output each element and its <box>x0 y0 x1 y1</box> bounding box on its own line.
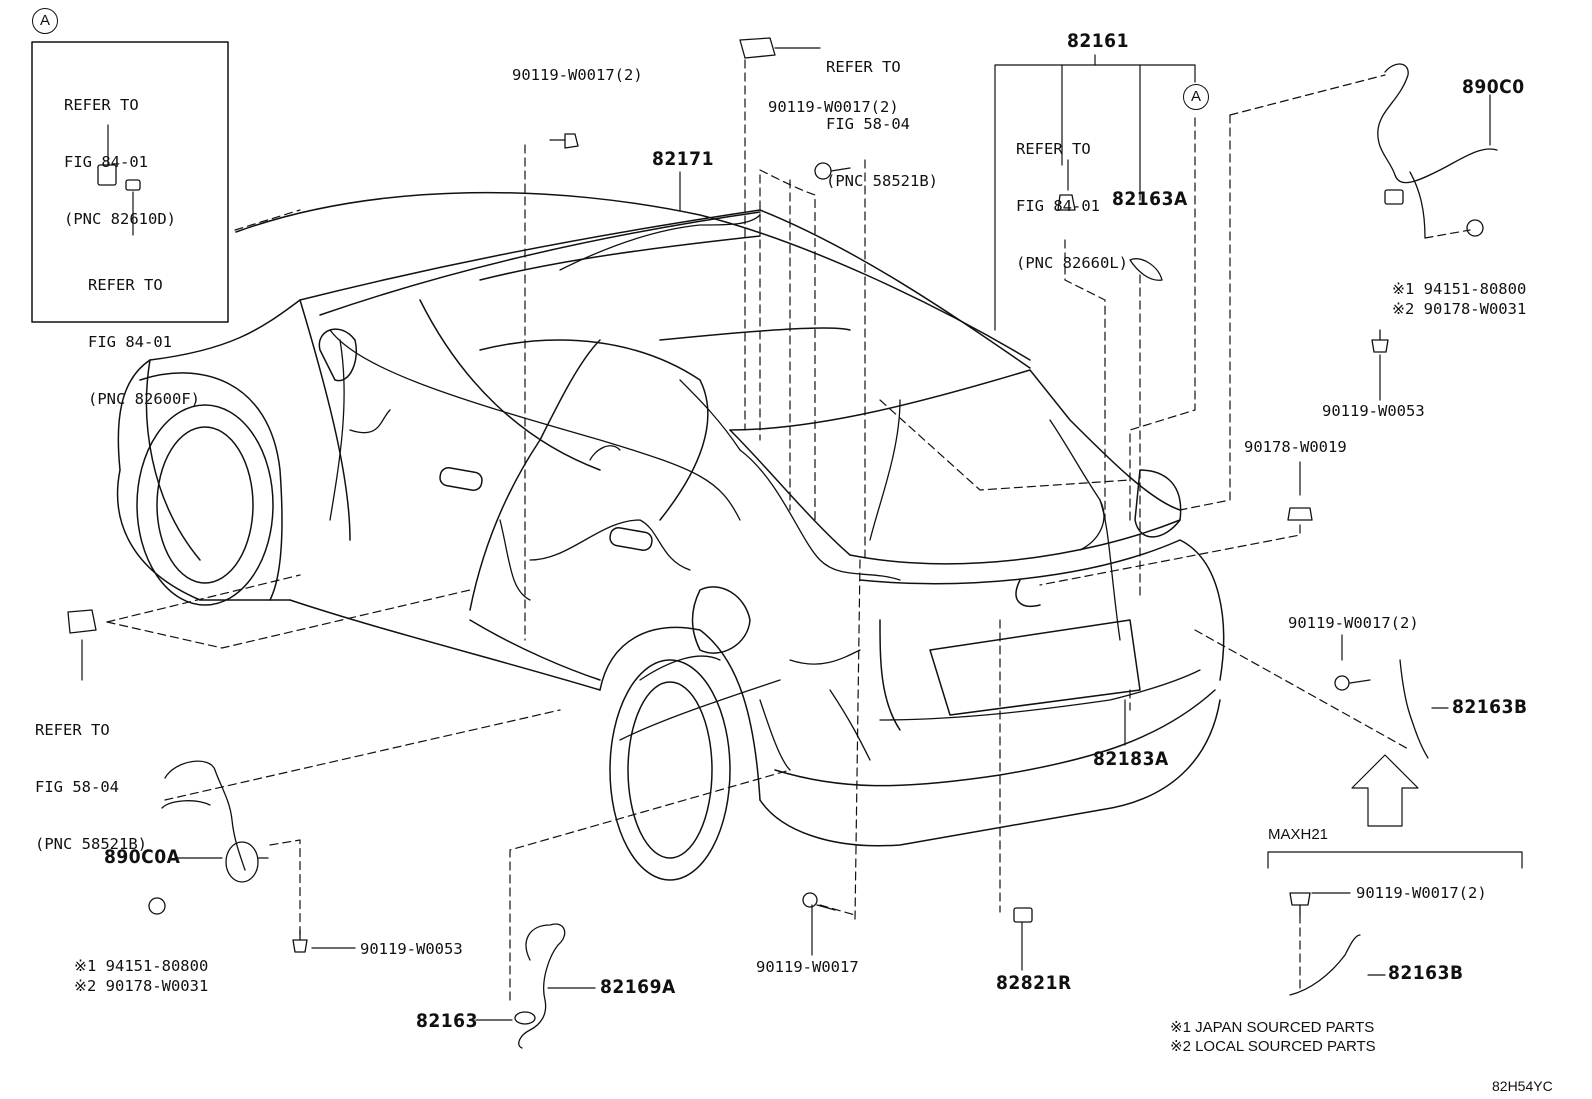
fastener-90119-w0017-top-left[interactable]: 90119-W0017(2) <box>512 66 643 84</box>
part-82183a[interactable]: 82183A <box>1093 748 1169 770</box>
part-82163b-lower[interactable]: 82163B <box>1388 962 1464 984</box>
harness-82169a <box>518 923 566 1049</box>
note-local-sourced: ※2 LOCAL SOURCED PARTS <box>1170 1038 1376 1055</box>
refer-line: REFER TO <box>1016 140 1091 158</box>
figure-code: 82H54YC <box>1492 1078 1553 1094</box>
fastener-90178-w0031-right[interactable]: ※2 90178-W0031 <box>1392 300 1527 318</box>
refer-line: FIG 58-04 <box>826 115 910 133</box>
harness-890c0a <box>161 760 269 883</box>
connector-58521b-left <box>67 609 97 634</box>
fastener-94151-80800-left[interactable]: ※1 94151-80800 <box>74 957 209 975</box>
clip-82660l <box>1057 194 1076 211</box>
bolt-bottom-mid <box>802 892 836 911</box>
callout-circle-a-inset: A <box>32 8 58 34</box>
refer-line: (PNC 82610D) <box>64 210 176 228</box>
part-82161[interactable]: 82161 <box>1067 30 1129 52</box>
bolt-w0053-right <box>1371 329 1389 353</box>
bolt-top-mid <box>814 162 851 180</box>
harness-890c0 <box>1377 63 1498 239</box>
part-82169a[interactable]: 82169A <box>600 976 676 998</box>
nut-94151-left <box>148 897 166 915</box>
part-82163a[interactable]: 82163A <box>1112 188 1188 210</box>
note-japan-sourced: ※1 JAPAN SOURCED PARTS <box>1170 1019 1375 1036</box>
inset-refer-82610d: REFER TO FIG 84-01 (PNC 82610D) <box>64 58 176 248</box>
part-82163[interactable]: 82163 <box>416 1010 478 1032</box>
junction-82821r <box>1013 907 1033 923</box>
refer-line: REFER TO <box>826 58 901 76</box>
refer-line: REFER TO <box>35 721 110 739</box>
part-890c0[interactable]: 890C0 <box>1462 76 1525 98</box>
fastener-90178-w0031-left[interactable]: ※2 90178-W0031 <box>74 977 209 995</box>
inset-box <box>31 41 229 323</box>
refer-line: FIG 84-01 <box>64 153 148 171</box>
fastener-90178-w0019[interactable]: 90178-W0019 <box>1244 438 1347 456</box>
fastener-90119-w0017-bottom[interactable]: 90119-W0017 <box>756 958 859 976</box>
fastener-90119-w0017-top-mid[interactable]: 90119-W0017(2) <box>768 98 899 116</box>
inset-clip-82600F <box>125 179 141 191</box>
fastener-94151-80800-right[interactable]: ※1 94151-80800 <box>1392 280 1527 298</box>
refer-82660l: REFER TO FIG 84-01 (PNC 82660L) <box>1016 102 1128 292</box>
ground-82163 <box>514 1011 536 1025</box>
part-icons <box>67 37 1498 1049</box>
refer-58521b-left: REFER TO FIG 58-04 (PNC 58521B) <box>35 683 147 873</box>
fastener-90119-w0053-right[interactable]: 90119-W0053 <box>1322 402 1425 420</box>
refer-line: REFER TO <box>64 96 139 114</box>
refer-58521b-top: REFER TO FIG 58-04 (PNC 58521B) <box>826 20 938 210</box>
refer-line: FIG 58-04 <box>35 778 119 796</box>
variant-label: MAXH21 <box>1268 826 1329 843</box>
refer-line: REFER TO <box>88 276 163 294</box>
part-890c0a[interactable]: 890C0A <box>104 846 181 868</box>
fastener-90119-w0017-right[interactable]: 90119-W0017(2) <box>1288 614 1419 632</box>
part-82821r[interactable]: 82821R <box>996 972 1072 994</box>
ground-82163b-lower <box>1289 934 1361 996</box>
clip-90178-w0019 <box>1287 507 1313 521</box>
part-82163b-right[interactable]: 82163B <box>1452 696 1528 718</box>
leader-lines <box>106 59 1471 1001</box>
refer-line: (PNC 58521B) <box>35 835 147 853</box>
refer-line: FIG 84-01 <box>88 333 172 351</box>
bolt-top-left <box>549 133 579 149</box>
wire-harness <box>329 214 1201 771</box>
bolt-w0053-left <box>292 929 308 953</box>
refer-line: (PNC 82600F) <box>88 390 200 408</box>
refer-line: (PNC 58521B) <box>826 172 938 190</box>
callout-circle-a-main: A <box>1183 84 1209 110</box>
connector-58521b-top <box>739 37 776 59</box>
inset-clip-82610D <box>97 164 117 186</box>
vehicle-body <box>116 191 1225 881</box>
bolt-maxh <box>1289 892 1311 916</box>
ground-82163a <box>1129 258 1163 281</box>
fastener-90119-w0053-left[interactable]: 90119-W0053 <box>360 940 463 958</box>
part-82171[interactable]: 82171 <box>652 148 714 170</box>
inset-refer-82600f: REFER TO FIG 84-01 (PNC 82600F) <box>88 238 200 428</box>
fastener-90119-w0017-maxh[interactable]: 90119-W0017(2) <box>1356 884 1487 902</box>
solid-leaders <box>81 47 1523 1021</box>
nut-94151-right <box>1466 219 1484 237</box>
refer-line: FIG 84-01 <box>1016 197 1100 215</box>
refer-line: (PNC 82660L) <box>1016 254 1128 272</box>
ground-82163b-right <box>1399 659 1429 759</box>
bolt-right-mid <box>1334 675 1371 691</box>
